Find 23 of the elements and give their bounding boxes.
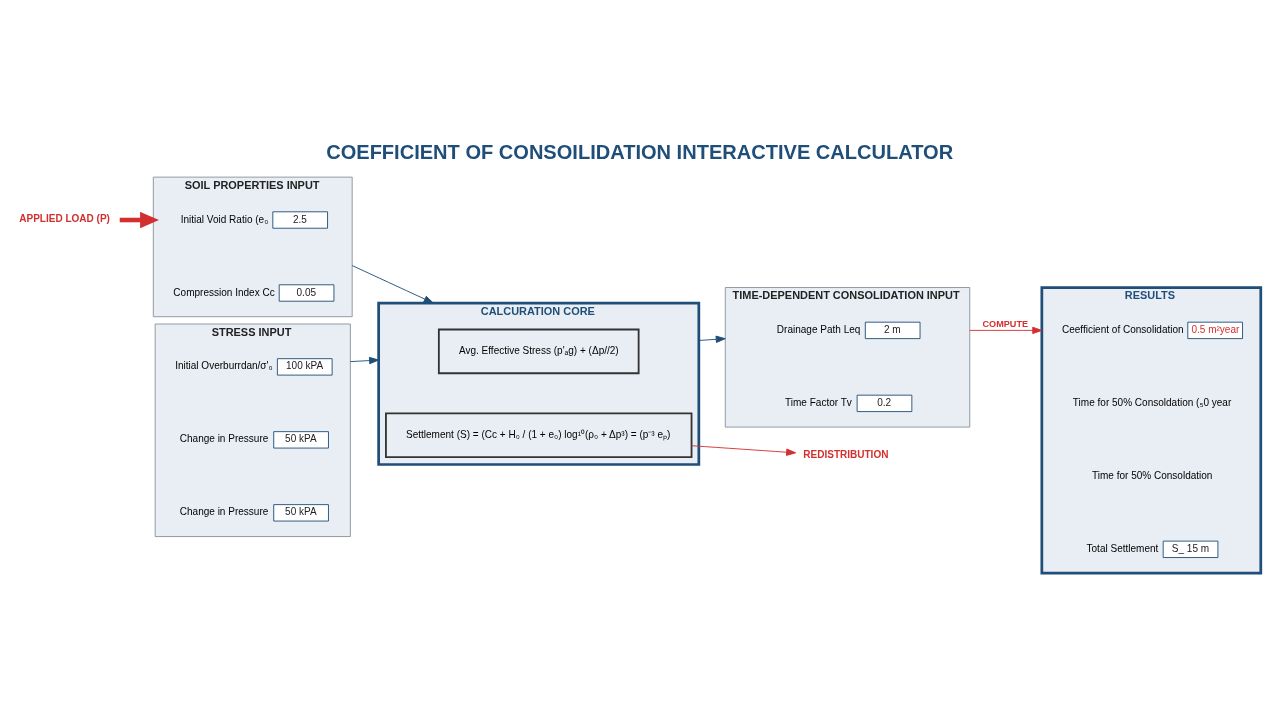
arrow [691, 444, 797, 456]
node-text: APPLIED LOAD (P) [19, 212, 110, 224]
arrow [969, 326, 1043, 334]
arrow [349, 356, 380, 364]
node-box: Settlement (S) = (Cc + H₀ / (1 + e₀) log¹⁰(ρ₀ + Δp³) = (p⁻³ eₚ) [385, 412, 693, 458]
node-label: Drainage Path Leq [776, 323, 861, 335]
node-label: Time Factor Tv [785, 396, 852, 408]
arrow [119, 211, 159, 228]
node-label: Compression Index Cc [173, 286, 275, 298]
diagram-title: COEFFICIENT OF CONSOILIDATION INTERACTIVE CALCULATOR [326, 140, 954, 163]
label: Time for 50% Consoldation [1092, 469, 1213, 481]
node-box: Avg. Effective Stress (p'ₐg) + (Δp//2) [437, 328, 640, 374]
label: Time for 50% Consoldation (₅0 year [1072, 396, 1232, 408]
node-label: Ceefficient of Consolidation [1061, 323, 1184, 335]
arrow [351, 264, 434, 303]
node-label: Change in Pressure [179, 505, 269, 517]
node-label: Change in Pressure [179, 432, 269, 444]
node-label: Initial Void Ratio (e₀ [180, 213, 269, 225]
arrow [698, 335, 726, 343]
node-text: REDISTRIBUTION [803, 448, 889, 460]
node-label: Total Settlement [1086, 542, 1159, 554]
node-label: Initial Overburrdan/σ'₀ [175, 359, 273, 371]
edge-label: COMPUTE [982, 318, 1029, 329]
